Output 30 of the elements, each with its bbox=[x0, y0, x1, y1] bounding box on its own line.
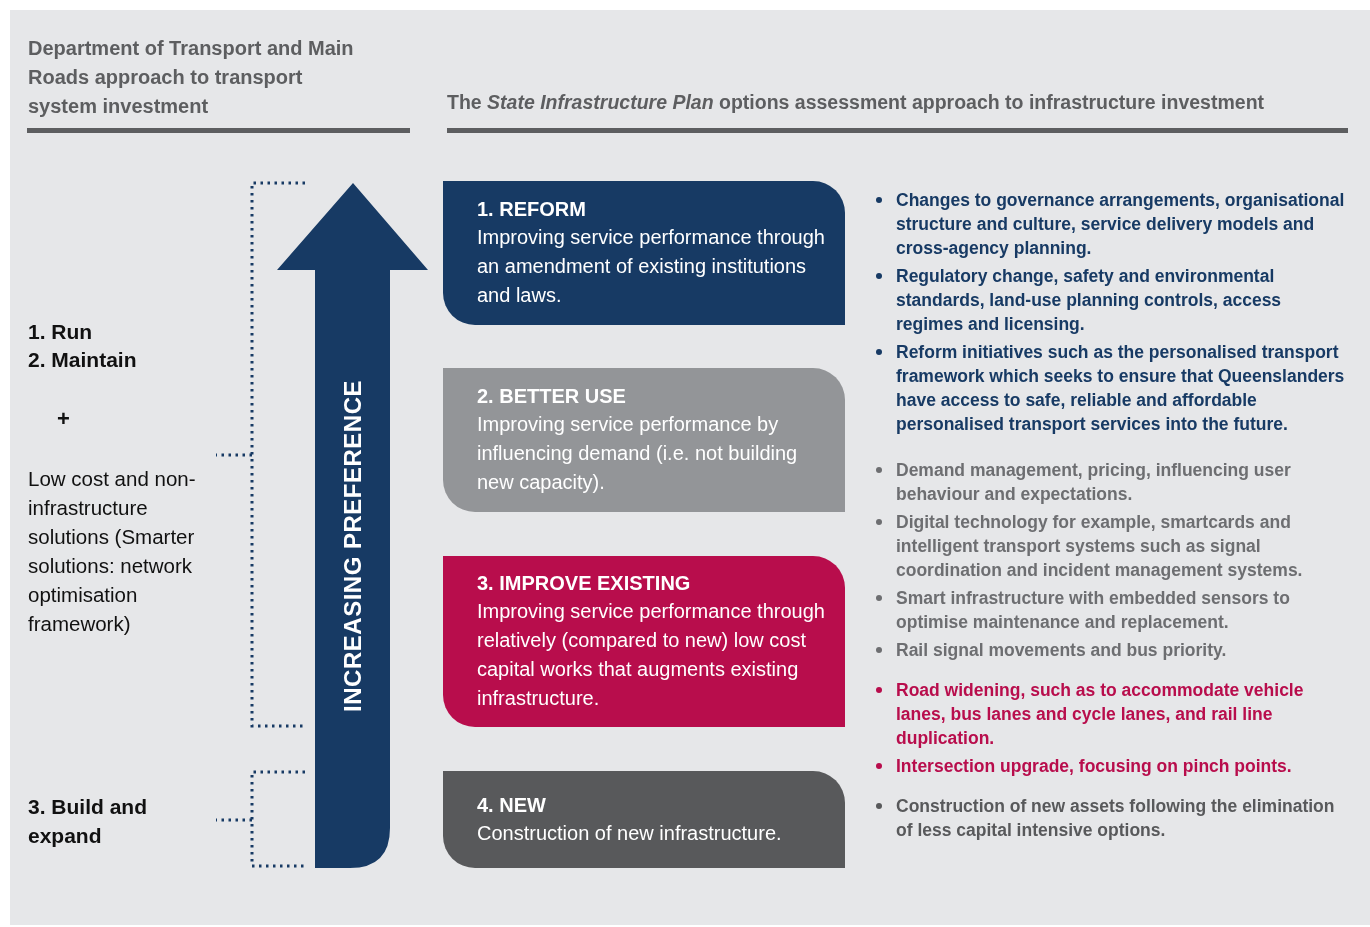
stage-box bbox=[443, 771, 845, 868]
stage-description: Improving service performance by influencing demand (i.e. not building new capacity). bbox=[477, 412, 799, 495]
stage-box bbox=[443, 368, 845, 512]
bullet-point: Construction of new assets following the elimination of less capital intensive options. bbox=[874, 794, 1352, 842]
list-item: 2. Maintain bbox=[28, 348, 137, 372]
stage-description: Construction of new infrastructure. bbox=[477, 820, 783, 846]
stage-description: Improving service performance through an amendment of existing institutions and laws. bbox=[477, 225, 825, 308]
stage-heading: 4. NEW bbox=[477, 792, 547, 818]
bullet-point: Demand management, pricing, influencing user behaviour and expectations. bbox=[874, 458, 1352, 506]
stage-heading: 1. REFORM bbox=[477, 197, 587, 222]
description-text: Low cost and non-infrastructure solutions (Smarter solutions: network optimisation framework) bbox=[28, 466, 197, 637]
bullet-point: Digital technology for example, smartcards and intelligent transport systems such as signal coordination and incident management systems. bbox=[874, 510, 1352, 582]
section-heading: The State Infrastructure Plan options assessment approach to infrastructure investment bbox=[447, 90, 1265, 115]
bullet-point: Intersection upgrade, focusing on pinch points. bbox=[874, 754, 1352, 778]
stage-box bbox=[443, 181, 845, 325]
bullet-point: Regulatory change, safety and environmental standards, land-use planning controls, access regimes and licensing. bbox=[874, 264, 1352, 336]
plus-sign: + bbox=[57, 406, 70, 432]
stage-description: Improving service performance through relatively (compared to new) low cost capital works that augments existing infrastructure. bbox=[477, 599, 825, 711]
stage-heading: 3. IMPROVE EXISTING bbox=[477, 571, 692, 596]
bullet-point: Smart infrastructure with embedded sensors to optimise maintenance and replacement. bbox=[874, 586, 1352, 634]
stage-box bbox=[443, 556, 845, 727]
bullet-point: Rail signal movements and bus priority. bbox=[874, 638, 1352, 662]
arrow-label: INCREASING PREFERENCE bbox=[339, 380, 367, 712]
bullet-point: Road widening, such as to accommodate vehicle lanes, bus lanes and cycle lanes, and rail line duplication. bbox=[874, 678, 1352, 750]
list-item: 1. Run bbox=[28, 320, 93, 344]
bullet-point: Changes to governance arrangements, organisational structure and culture, service delivery models and cross-agency planning. bbox=[874, 188, 1352, 260]
section-heading: Department of Transport and Main Roads approach to transport system investment bbox=[28, 36, 355, 119]
bullet-point: Reform initiatives such as the personalised transport framework which seeks to ensure that Queenslanders have access to safe, reliable and affordable personalised transport services into the future. bbox=[874, 340, 1352, 436]
stage-heading: 2. BETTER USE bbox=[477, 384, 627, 409]
list-item: 3. Build and expand bbox=[28, 794, 148, 849]
